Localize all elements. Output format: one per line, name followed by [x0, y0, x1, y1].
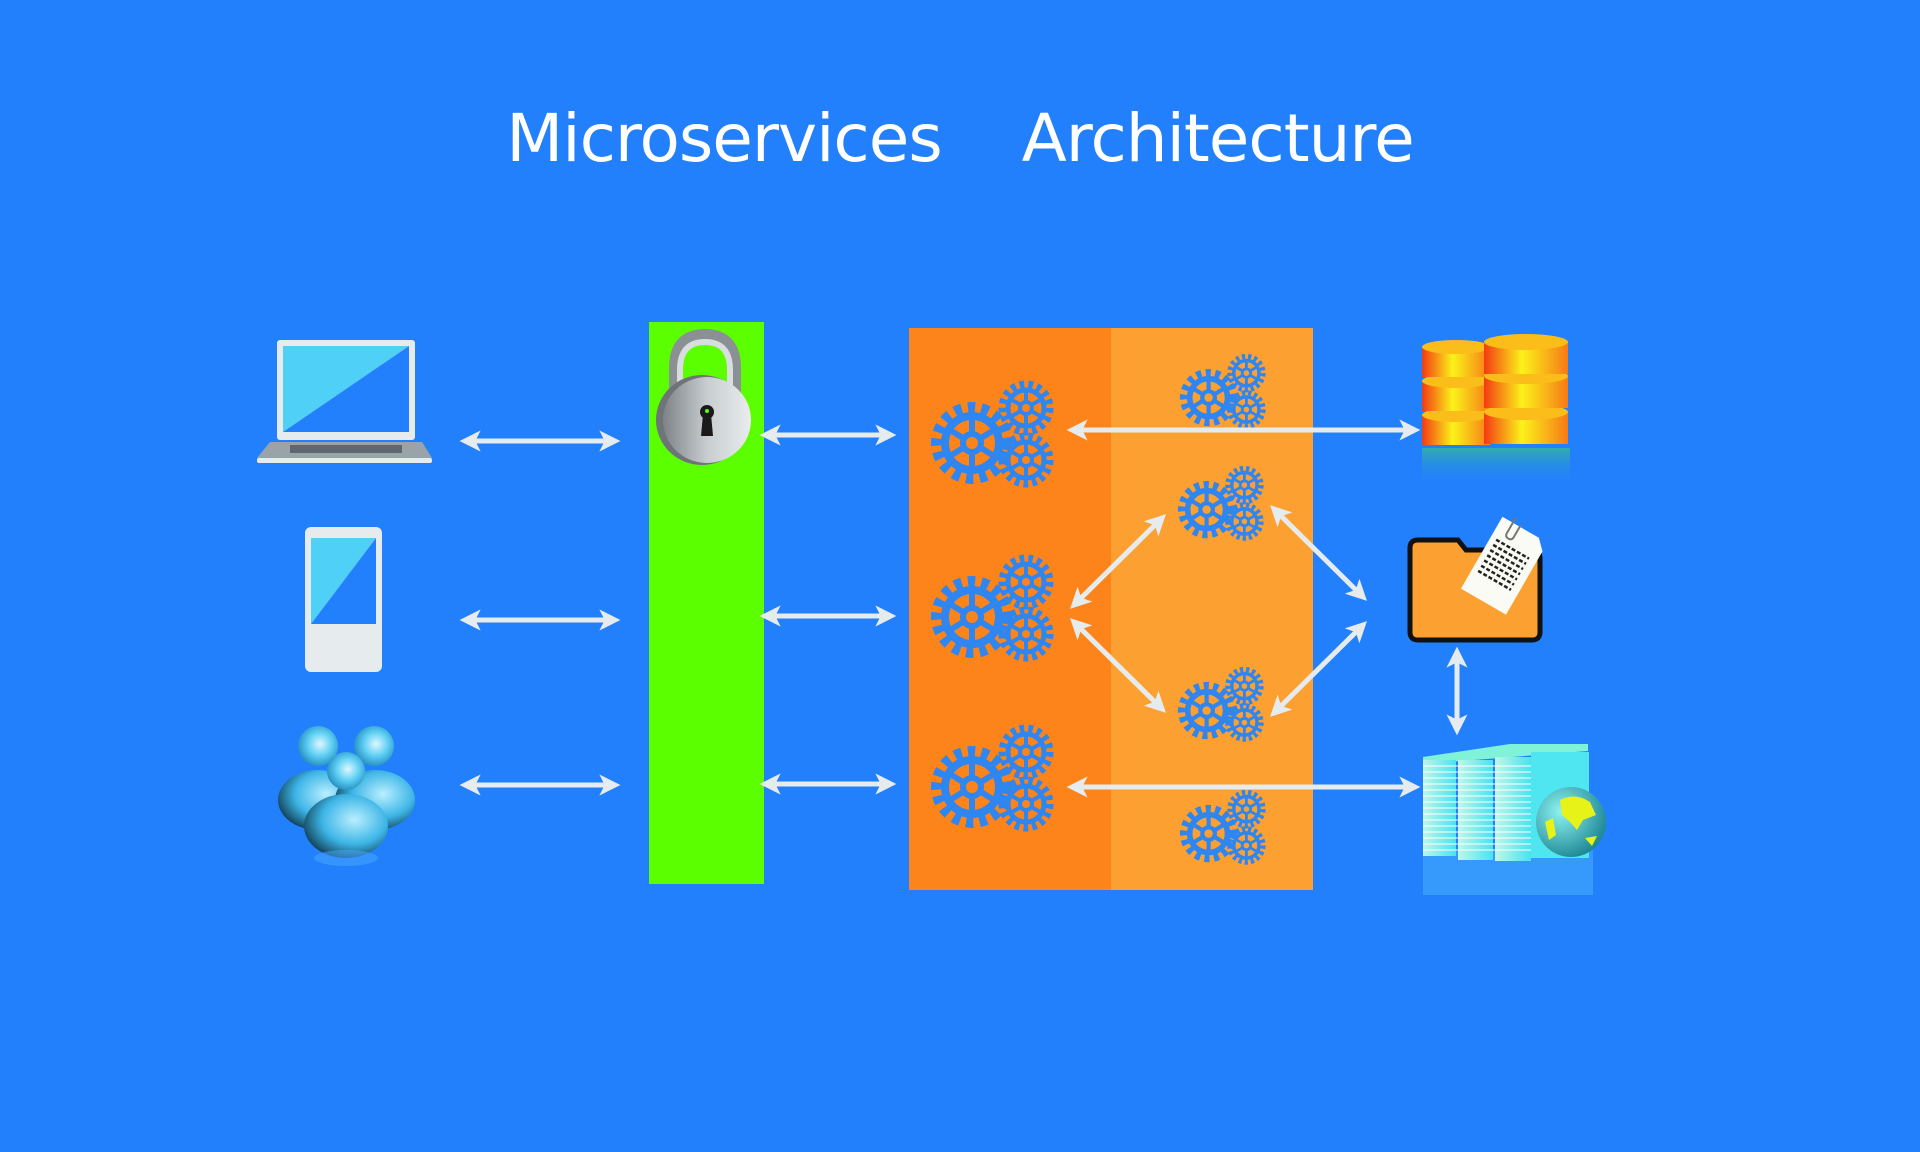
gateway-service-arrows — [759, 424, 897, 795]
database-icon — [1422, 334, 1570, 486]
padlock-icon — [656, 328, 751, 465]
folder-document-icon — [1407, 516, 1543, 643]
server-globe-icon — [1423, 744, 1606, 895]
arrow-service-folder — [1270, 505, 1367, 601]
arrow-service-folder — [1270, 621, 1367, 717]
title-word-architecture: Architecture — [1021, 100, 1415, 177]
laptop-icon — [257, 340, 432, 463]
title-word-microservices: Microservices — [506, 100, 942, 177]
users-icon — [278, 726, 415, 866]
client-gateway-arrows — [459, 430, 621, 796]
service-data-arrows — [1066, 419, 1468, 798]
services-secondary-column — [1111, 328, 1313, 890]
diagram-title: Microservices Architecture — [0, 100, 1920, 177]
smartphone-icon — [305, 527, 382, 672]
